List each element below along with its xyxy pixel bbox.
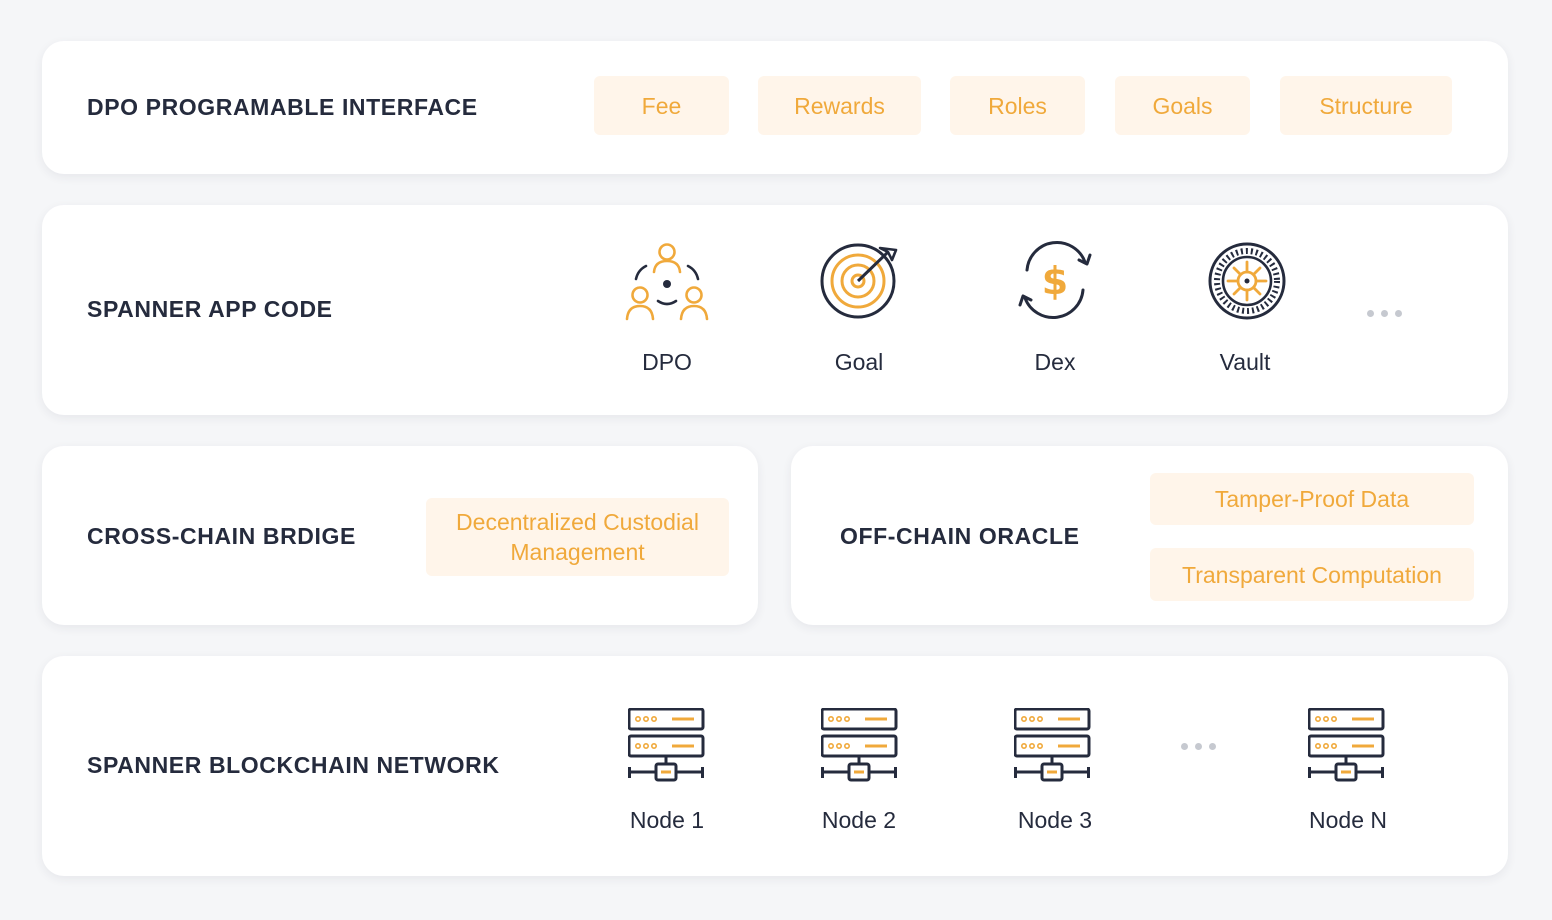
server-node-icon <box>628 708 705 782</box>
server-node-icon <box>1014 708 1091 782</box>
svg-text:$: $ <box>1042 259 1068 303</box>
pill-roles: Roles <box>950 76 1085 135</box>
blockchain-network-card <box>42 656 1508 876</box>
blockchain-network-title: SPANNER BLOCKCHAIN NETWORK <box>87 752 500 778</box>
target-arrow-icon <box>820 243 898 319</box>
pill-structure: Structure <box>1280 76 1452 135</box>
programmable-interface-title: DPO PROGRAMABLE INTERFACE <box>87 94 478 120</box>
pill-rewards: Rewards <box>758 76 921 135</box>
app-label-dpo: DPO <box>642 349 692 375</box>
more-nodes-ellipsis <box>1181 743 1216 750</box>
pill-transparent-computation: Transparent Computation <box>1150 548 1474 601</box>
node-label-3: Node 3 <box>1017 807 1093 833</box>
pill-goals: Goals <box>1115 76 1250 135</box>
app-label-goal: Goal <box>834 349 884 375</box>
server-node-icon <box>1308 708 1385 782</box>
app-code-card <box>42 205 1508 415</box>
app-code-title: SPANNER APP CODE <box>87 296 333 322</box>
node-label-2: Node 2 <box>821 807 897 833</box>
vault-dial-icon <box>1208 242 1286 320</box>
cross-chain-bridge-title: CROSS-CHAIN BRDIGE <box>87 523 356 549</box>
more-apps-ellipsis <box>1367 310 1402 317</box>
pill-line-1: Decentralized Custodial <box>456 509 699 535</box>
app-label-dex: Dex <box>1034 349 1076 375</box>
pill-line-2: Management <box>510 539 645 565</box>
pill-decentralized-custodial-management: Decentralized Custodial Management <box>426 498 729 576</box>
app-label-vault: Vault <box>1219 349 1271 375</box>
off-chain-oracle-title: OFF-CHAIN ORACLE <box>840 523 1080 549</box>
people-group-icon <box>625 243 709 321</box>
dollar-exchange-icon: $ <box>1018 241 1092 319</box>
node-label-1: Node 1 <box>629 807 705 833</box>
server-node-icon <box>821 708 898 782</box>
pill-fee: Fee <box>594 76 729 135</box>
pill-tamper-proof-data: Tamper-Proof Data <box>1150 473 1474 525</box>
node-label-n: Node N <box>1309 807 1387 833</box>
